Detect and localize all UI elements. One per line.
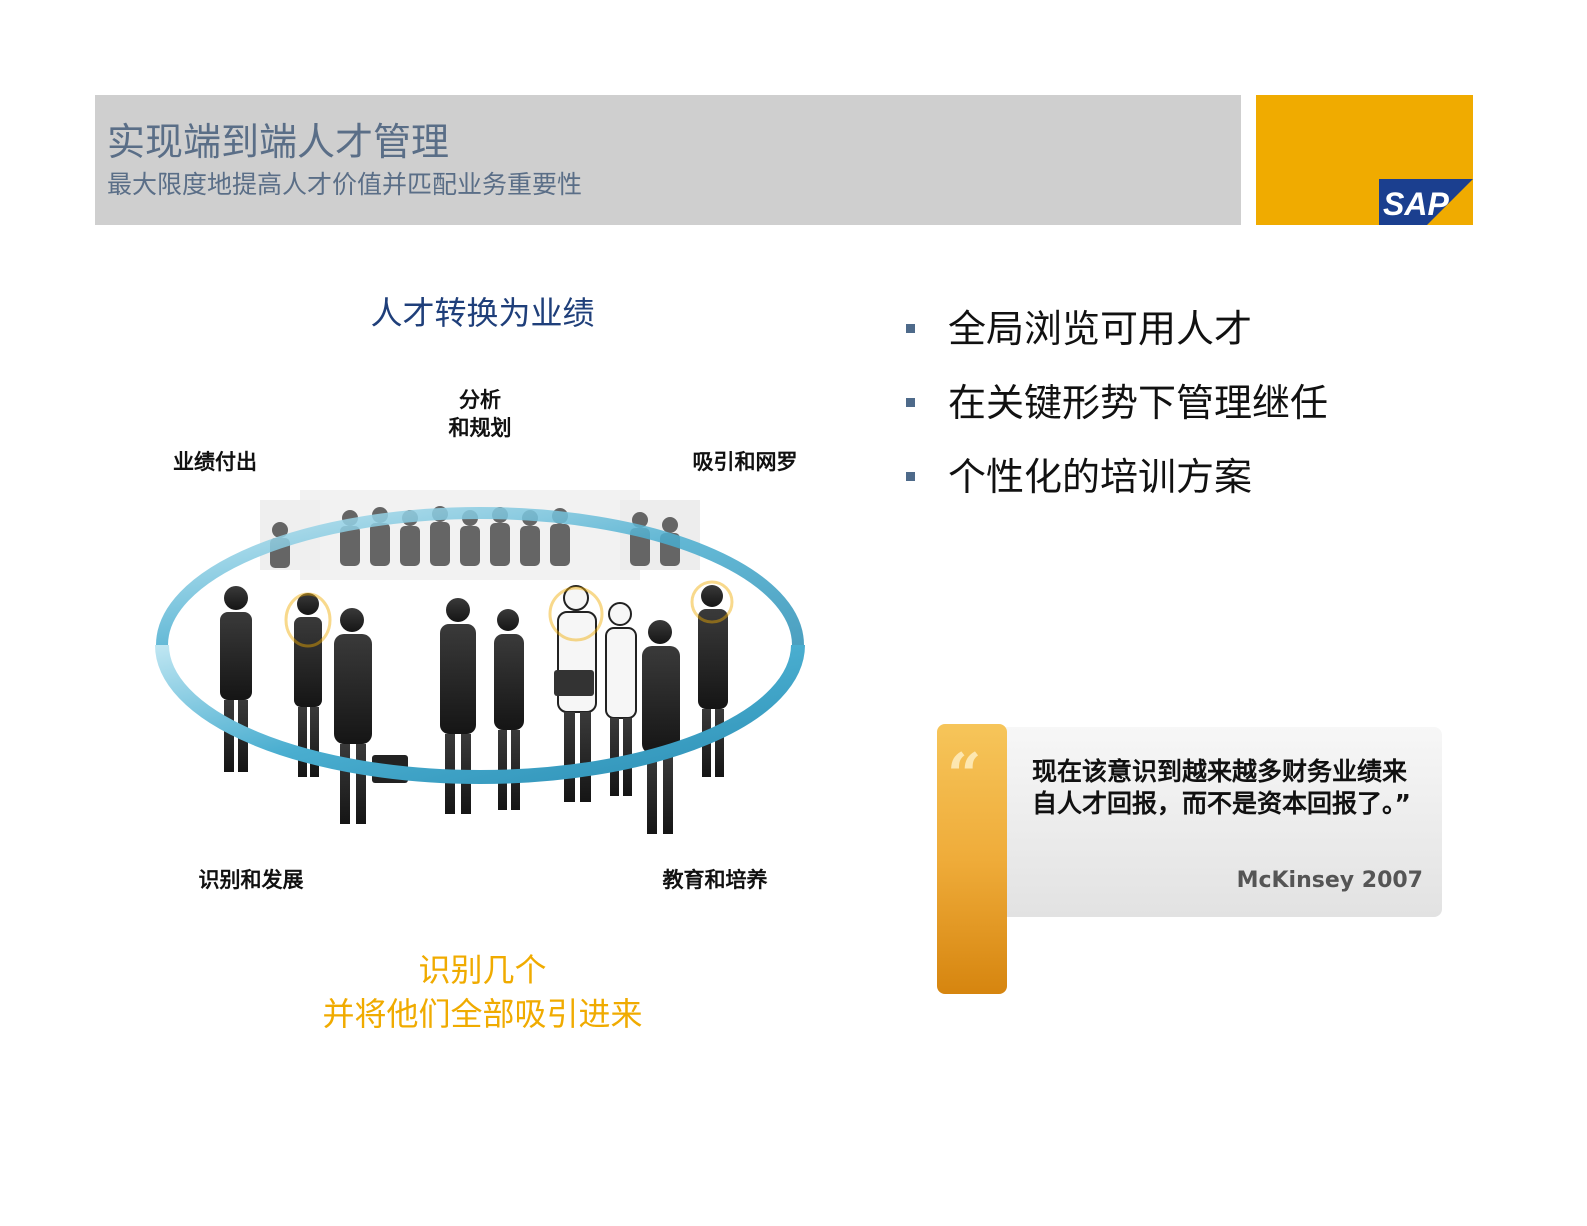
square-bullet-icon bbox=[906, 472, 915, 481]
label-educate-train: 教育和培养 bbox=[662, 868, 768, 892]
label-performance: 业绩付出 bbox=[173, 450, 257, 474]
header-bar: 实现端到端人才管理 最大限度地提高人才价值并匹配业务重要性 bbox=[95, 95, 1241, 225]
bullet-text: 在关键形势下管理继任 bbox=[948, 381, 1329, 425]
bullet-text: 个性化的培训方案 bbox=[948, 455, 1253, 499]
label-analysis-planning: 分析 和规划 bbox=[448, 388, 512, 440]
quote-source: McKinsey 2007 bbox=[1236, 868, 1423, 893]
bullet-item: 全局浏览可用人才 bbox=[900, 300, 1328, 374]
bullet-item: 在关键形势下管理继任 bbox=[900, 374, 1328, 448]
quote-box bbox=[1000, 727, 1442, 917]
ring-back bbox=[156, 507, 804, 646]
talent-ring-graphic bbox=[155, 490, 805, 834]
caption-line-1: 识别几个 bbox=[418, 951, 547, 989]
square-bullet-icon bbox=[906, 398, 915, 407]
bullet-text: 全局浏览可用人才 bbox=[948, 307, 1253, 351]
bullet-item: 个性化的培训方案 bbox=[900, 448, 1328, 522]
talent-ring-diagram: 分析 和规划 业绩付出 吸引和网罗 识别和发展 教育和培养 bbox=[140, 370, 820, 910]
quote-mark-icon: “ bbox=[947, 741, 982, 811]
ring-front bbox=[155, 644, 805, 784]
sap-logo: SAP bbox=[1379, 179, 1473, 225]
quote-text: 现在该意识到越来越多财务业绩来自人才回报，而不是资本回报了。” bbox=[1032, 757, 1411, 818]
bullet-list: 全局浏览可用人才 在关键形势下管理继任 个性化的培训方案 bbox=[900, 300, 1328, 522]
label-identify-develop: 识别和发展 bbox=[198, 868, 304, 892]
page-title: 实现端到端人才管理 bbox=[107, 120, 450, 164]
crowd-background bbox=[260, 490, 700, 580]
caption-line-2: 并将他们全部吸引进来 bbox=[322, 995, 643, 1033]
page-subtitle: 最大限度地提高人才价值并匹配业务重要性 bbox=[107, 170, 583, 199]
diagram-caption: 识别几个 并将他们全部吸引进来 bbox=[260, 948, 705, 1036]
label-attract-recruit: 吸引和网罗 bbox=[692, 450, 798, 474]
quote-accent-bar: “ bbox=[937, 724, 1007, 994]
logo-block: SAP bbox=[1256, 95, 1473, 225]
people-foreground bbox=[220, 580, 734, 834]
square-bullet-icon bbox=[906, 324, 915, 333]
sap-logo-text: SAP bbox=[1383, 186, 1449, 222]
diagram-title: 人才转换为业绩 bbox=[370, 294, 595, 332]
